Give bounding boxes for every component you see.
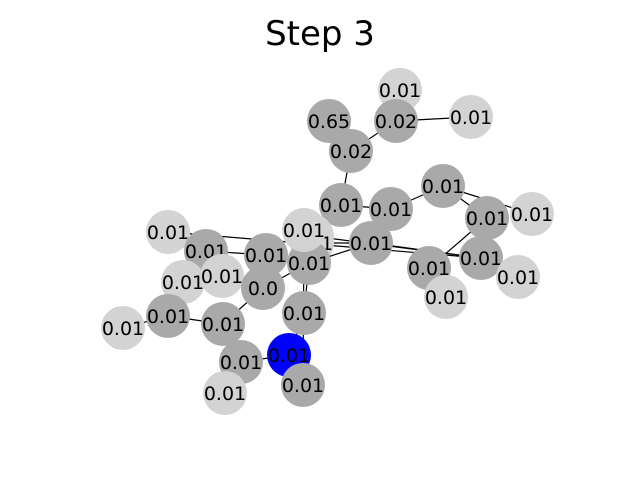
graph-node: 0.0 (241, 266, 285, 310)
node-circle (281, 363, 325, 407)
node-circle (241, 266, 285, 310)
node-label: 0.01 (268, 345, 310, 367)
node-label: 0.01 (245, 245, 287, 267)
node-label: 0.01 (460, 248, 502, 270)
node-circle (369, 187, 413, 231)
node-label: 0.01 (370, 199, 412, 221)
node-circle (496, 255, 540, 299)
node-label: 0.01 (408, 258, 450, 280)
node-label: 0.01 (288, 253, 330, 275)
node-label: 0.01 (511, 204, 553, 226)
node-circle (319, 183, 363, 227)
node-label: 0.01 (282, 375, 324, 397)
graph-node: 0.01 (146, 210, 190, 254)
node-circle (201, 302, 245, 346)
node-circle (282, 291, 326, 335)
graph-node: 0.01 (424, 275, 468, 319)
node-circle (465, 196, 509, 240)
graph-node: 0.01 (496, 255, 540, 299)
node-label: 0.01 (350, 233, 392, 255)
graph-node: 0.01 (200, 254, 244, 298)
node-label: 0.01 (202, 314, 244, 336)
node-label: 0.01 (201, 266, 243, 288)
graph-node: 0.02 (329, 129, 373, 173)
node-label: 0.01 (466, 208, 508, 230)
node-circle (287, 241, 331, 285)
node-circle (203, 371, 247, 415)
node-label: 0.02 (375, 111, 417, 133)
node-circle (244, 233, 288, 277)
node-label: 0.01 (425, 287, 467, 309)
graph-node: 0.01 (510, 192, 554, 236)
node-circle (329, 129, 373, 173)
node-circle (374, 99, 418, 143)
graph-node: 0.01 (465, 196, 509, 240)
node-label: 0.01 (162, 272, 204, 294)
node-label: 0.01 (422, 176, 464, 198)
node-label: 0.01 (283, 220, 325, 242)
graph-node: 0.01 (319, 183, 363, 227)
graph-node: 0.01 (287, 241, 331, 285)
node-label: 0.01 (379, 80, 421, 102)
node-label: 0.01 (204, 383, 246, 405)
graph-node: 0.01 (282, 291, 326, 335)
graph-node: 0.01 (282, 208, 326, 252)
node-label: 0.01 (147, 222, 189, 244)
graph-node: 0.01 (146, 294, 190, 338)
graph-node: 0.01 (369, 187, 413, 231)
diagram-title: Step 3 (265, 14, 375, 54)
graph-node: 0.01 (281, 363, 325, 407)
node-circle (101, 306, 145, 350)
node-circle (449, 95, 493, 139)
node-circle (200, 254, 244, 298)
node-label: 0.01 (220, 352, 262, 374)
graph-node: 0.02 (374, 99, 418, 143)
node-circle (146, 294, 190, 338)
node-circle (459, 236, 503, 280)
node-label: 0.01 (283, 303, 325, 325)
node-circle (161, 260, 205, 304)
node-circle (510, 192, 554, 236)
graph-node: 0.01 (449, 95, 493, 139)
graph-node: 0.01 (421, 164, 465, 208)
graph-node: 0.01 (244, 233, 288, 277)
node-label: 0.01 (147, 306, 189, 328)
node-circle (146, 210, 190, 254)
graph-node: 0.01 (201, 302, 245, 346)
node-label: 0.0 (248, 278, 278, 300)
node-circle (349, 221, 393, 265)
node-label: 0.01 (320, 195, 362, 217)
node-label: 0.01 (102, 318, 144, 340)
graph-node: 0.01 (101, 306, 145, 350)
graph-edge (311, 235, 482, 259)
node-label: 0.01 (497, 267, 539, 289)
node-circle (282, 208, 326, 252)
node-circle (421, 164, 465, 208)
graph-node: 0.01 (349, 221, 393, 265)
node-label: 0.02 (330, 141, 372, 163)
graph-node: 0.01 (161, 260, 205, 304)
node-circle (424, 275, 468, 319)
graph-node: 0.01 (203, 371, 247, 415)
node-label: 0.65 (308, 111, 350, 133)
graph-node: 0.01 (459, 236, 503, 280)
node-label: 0.01 (450, 107, 492, 129)
